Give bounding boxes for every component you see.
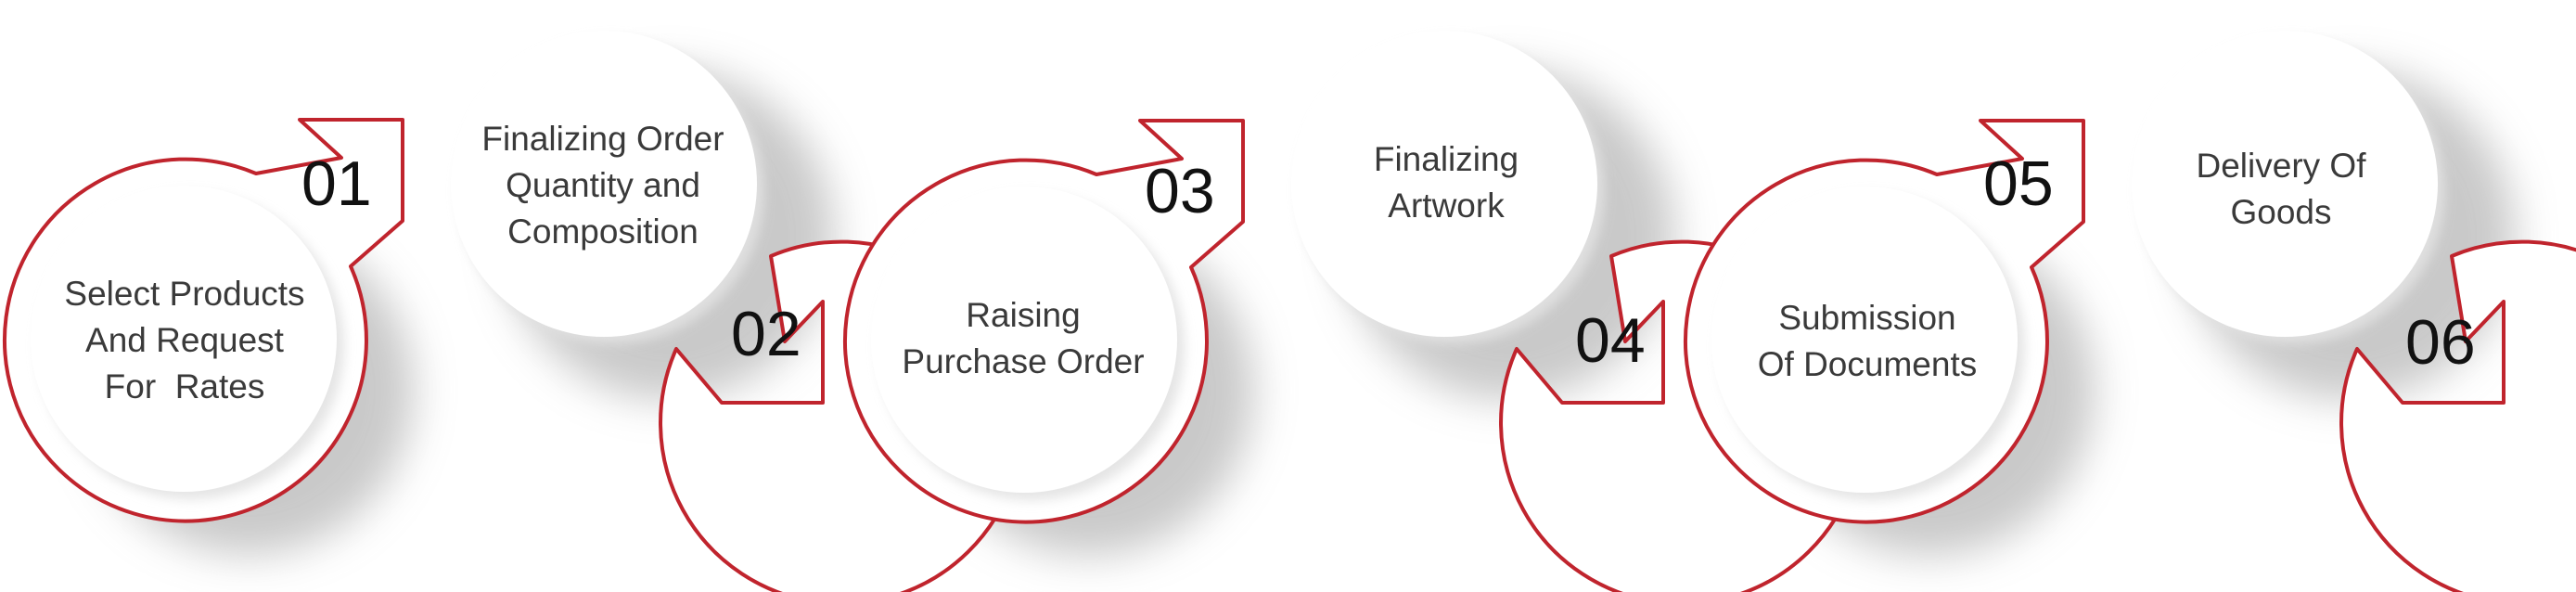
step-2-line-1: Finalizing Order <box>481 120 724 158</box>
step-3-line-2: Purchase Order <box>902 342 1145 380</box>
step-5-inner-disc <box>1711 187 2018 493</box>
step-2-line-3: Composition <box>507 212 698 251</box>
step-6-line-1: Delivery Of <box>2196 147 2366 185</box>
step-2-label: Finalizing Order Quantity and Compositio… <box>464 116 742 255</box>
step-1-line-2: And Request <box>85 321 284 359</box>
step-2-inner-disc <box>451 31 757 337</box>
step-6-label: Delivery Of Goods <box>2142 143 2420 236</box>
step-1-line-1: Select Products <box>64 275 305 313</box>
step-6-number: 06 <box>2405 307 2476 378</box>
step-1-inner-disc <box>31 186 337 492</box>
step-4-label: Finalizing Artwork <box>1307 136 1585 229</box>
step-5-number: 05 <box>1983 148 2054 219</box>
step-5-label: Submission Of Documents <box>1728 295 2006 388</box>
step-6-inner-disc <box>2132 31 2438 337</box>
step-1-line-3: For Rates <box>104 367 265 405</box>
step-1-label: Select Products And Request For Rates <box>45 271 324 410</box>
step-4-number: 04 <box>1575 305 1646 376</box>
step-6-line-2: Goods <box>2230 193 2332 231</box>
step-1-number: 01 <box>301 148 372 219</box>
step-rings <box>2 31 2576 592</box>
step-2-line-2: Quantity and <box>506 166 700 204</box>
step-3-inner-disc <box>871 187 1177 493</box>
step-6-ring <box>2339 239 2576 592</box>
step-4-line-2: Artwork <box>1388 187 1505 225</box>
step-4-inner-disc <box>1291 31 1597 337</box>
step-3-label: Raising Purchase Order <box>884 292 1162 385</box>
step-3-line-1: Raising <box>966 296 1081 334</box>
step-4-line-1: Finalizing <box>1373 140 1519 178</box>
step-2-number: 02 <box>731 299 801 369</box>
step-3-number: 03 <box>1145 156 1215 226</box>
step-5-line-2: Of Documents <box>1757 345 1978 383</box>
step-5-line-1: Submission <box>1778 299 1956 337</box>
